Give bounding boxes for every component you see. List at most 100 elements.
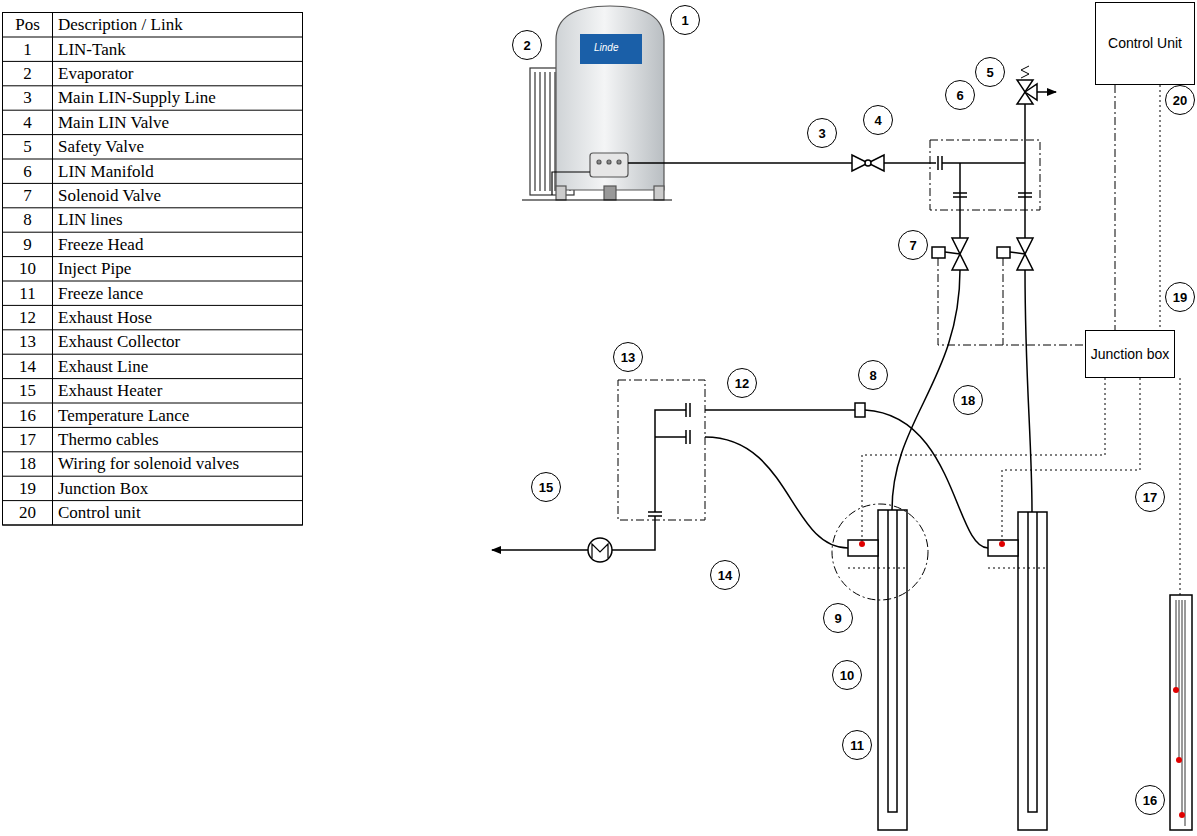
table-cell: 13 xyxy=(3,331,52,354)
table-cell: 3 xyxy=(3,87,52,110)
table-cell: Exhaust Hose xyxy=(53,306,302,329)
table-grid xyxy=(3,207,303,208)
lin-tank xyxy=(522,6,672,200)
table-cell: 15 xyxy=(3,380,52,403)
table-cell: Exhaust Collector xyxy=(53,331,302,354)
supply-line xyxy=(953,192,967,194)
exhaust-collector xyxy=(492,549,588,551)
callout-text: 1 xyxy=(681,13,688,28)
table-cell: 16 xyxy=(3,404,52,427)
callout-number: 9 xyxy=(823,603,853,633)
table-grid xyxy=(3,110,303,111)
freeze-lance xyxy=(1028,512,1037,812)
table-cell: Main LIN-Supply Line xyxy=(53,87,302,110)
callout-number: 10 xyxy=(832,660,862,690)
table-cell: Thermo cables xyxy=(53,428,302,451)
solenoid-valve xyxy=(932,247,945,258)
callout-number: 17 xyxy=(1135,482,1165,512)
lin-lines xyxy=(892,270,960,510)
freeze-lance xyxy=(848,540,878,556)
supply-line xyxy=(937,156,939,170)
process-box: Control Unit xyxy=(1095,2,1195,85)
lin-tank xyxy=(617,160,621,164)
freeze-lance xyxy=(848,510,1047,830)
callout-text: 18 xyxy=(961,393,975,408)
head-boundary xyxy=(988,568,1047,569)
callout-text: 15 xyxy=(539,480,553,495)
table-grid xyxy=(3,232,303,233)
freeze-lance xyxy=(888,510,897,812)
callout-number: 4 xyxy=(863,105,893,135)
table-grid xyxy=(3,37,303,38)
supply-line xyxy=(1024,163,1026,238)
exhaust-hose xyxy=(705,437,848,548)
table-cell: Wiring for solenoid valves xyxy=(53,453,302,476)
solenoid-valve xyxy=(1010,252,1025,254)
exhaust-collector xyxy=(588,538,612,562)
table-grid xyxy=(3,37,303,525)
supply-line xyxy=(884,162,936,164)
callout-text: 3 xyxy=(818,126,825,141)
safety-valve xyxy=(1017,80,1033,92)
callout-number: 13 xyxy=(613,342,643,372)
table-cell: Main LIN Valve xyxy=(53,111,302,134)
lin-lines xyxy=(1025,270,1032,512)
supply-line xyxy=(852,155,884,171)
collector-outline xyxy=(618,380,705,520)
lin-tank xyxy=(556,186,566,200)
lin-tank xyxy=(654,186,664,200)
thermo-cables xyxy=(862,85,1180,595)
table-cell: 10 xyxy=(3,258,52,281)
supply-line xyxy=(1018,192,1032,194)
solenoid-valve xyxy=(945,252,960,254)
freeze-lance xyxy=(859,541,865,547)
callout-number: 6 xyxy=(945,80,975,110)
callout-number: 8 xyxy=(858,360,888,390)
callout-text: 16 xyxy=(1143,793,1157,808)
supply-line xyxy=(865,160,871,166)
exhaust-collector xyxy=(492,403,690,562)
callout-text: 14 xyxy=(718,568,732,583)
table-cell: Pos xyxy=(3,13,52,37)
table-cell: 4 xyxy=(3,111,52,134)
safety-valve xyxy=(1021,66,1029,78)
table-grid xyxy=(3,403,303,404)
table-cell: 12 xyxy=(3,306,52,329)
solenoid-valve xyxy=(997,247,1010,258)
callout-text: 5 xyxy=(986,65,993,80)
manifold-outline xyxy=(930,140,1040,210)
table-cell: Solenoid Valve xyxy=(53,184,302,207)
table-cell: 19 xyxy=(3,477,52,500)
callout-number: 11 xyxy=(842,730,872,760)
callout-number: 14 xyxy=(710,560,740,590)
table-cell: 2 xyxy=(3,62,52,85)
table-grid xyxy=(3,256,303,257)
callout-text: 6 xyxy=(956,88,963,103)
head-boundary xyxy=(848,568,907,569)
table-cell: Control unit xyxy=(53,502,302,525)
control-wiring xyxy=(1115,85,1116,330)
callout-text: 13 xyxy=(621,350,635,365)
callout-number: 1 xyxy=(670,5,700,35)
supply-line xyxy=(1018,196,1032,198)
table-cell: 20 xyxy=(3,502,52,525)
table-grid xyxy=(3,378,303,379)
table-cell: 11 xyxy=(3,282,52,305)
callout-text: 7 xyxy=(909,238,916,253)
lin-lines xyxy=(892,270,1032,512)
solenoid-valve xyxy=(932,238,1033,270)
callout-text: 10 xyxy=(840,668,854,683)
exhaust-collector xyxy=(689,430,691,444)
temperature-lance xyxy=(1170,595,1192,830)
callout-text: 19 xyxy=(1173,290,1187,305)
table-grid xyxy=(3,13,303,526)
exhaust-collector xyxy=(648,511,662,513)
supply-line xyxy=(959,163,961,238)
callout-number: 3 xyxy=(807,118,837,148)
freeze-lance xyxy=(1018,512,1047,830)
supply-line xyxy=(942,162,1025,164)
table-cell: LIN-Tank xyxy=(53,38,302,61)
callout-text: 17 xyxy=(1143,490,1157,505)
table-grid xyxy=(52,13,53,526)
evaporator xyxy=(539,72,540,191)
